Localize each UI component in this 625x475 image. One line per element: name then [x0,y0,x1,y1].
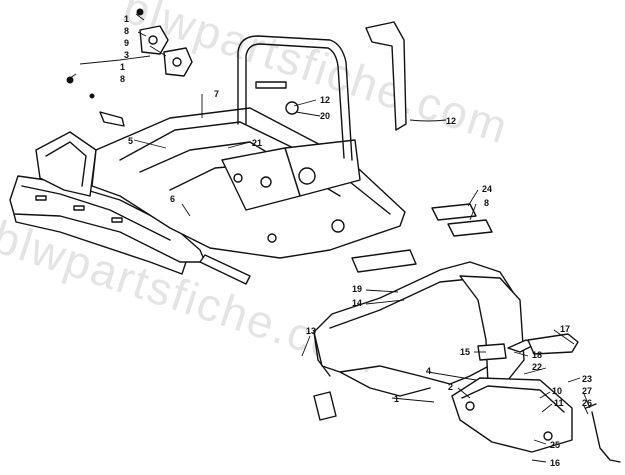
callout-14: 14 [352,298,362,308]
callout-25: 25 [550,440,560,450]
callout-9: 9 [124,38,129,48]
callout-7: 7 [214,89,219,99]
callout-19: 19 [352,284,362,294]
callout-4: 4 [426,366,431,376]
callout-26: 26 [582,398,592,408]
callout-8-decal: 8 [484,198,489,208]
leader-lines [69,13,591,463]
callout-18: 18 [532,350,542,360]
callout-27: 27 [582,386,592,396]
callout-8-top: 8 [124,26,129,36]
callout-6: 6 [170,194,175,204]
callout-10: 10 [552,386,562,396]
callout-1-mid: 1 [120,62,125,72]
callout-24: 24 [482,184,492,194]
callout-5: 5 [128,136,133,146]
callout-17: 17 [560,324,570,334]
callout-23: 23 [582,374,592,384]
callout-1-hood: 1 [394,394,399,404]
grip-handle [255,21,407,131]
callout-8-mid: 8 [120,74,125,84]
callout-22: 22 [532,362,542,372]
callout-15: 15 [460,347,470,357]
callout-12-handle: 12 [446,116,456,126]
decal-parts [351,203,493,273]
callout-20: 20 [320,111,330,121]
callout-16: 16 [550,458,560,468]
callout-2: 2 [448,382,453,392]
callout-21: 21 [252,138,262,148]
callout-3: 3 [124,50,129,60]
callout-1-top: 1 [124,14,129,24]
callout-11: 11 [554,398,564,408]
callout-13: 13 [306,326,316,336]
callouts: 1 8 9 3 1 8 7 12 20 12 5 21 6 24 8 19 14… [120,14,592,468]
callout-12-grip: 12 [320,95,330,105]
chassis-frame [9,35,406,285]
steering-bracket [66,8,193,127]
